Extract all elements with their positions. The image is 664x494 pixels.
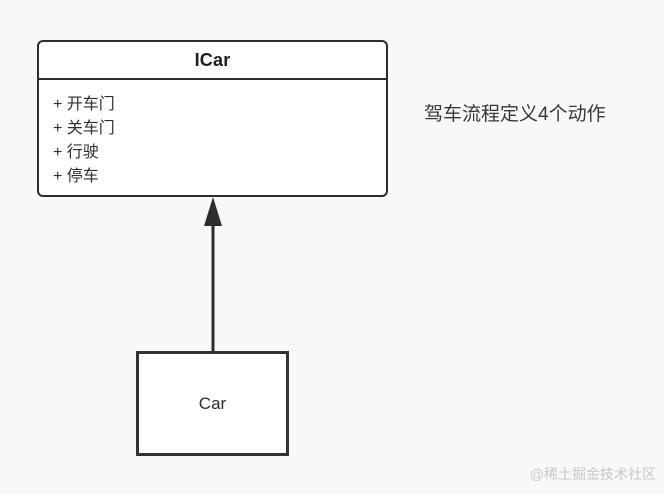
- watermark-text: @稀土掘金技术社区: [529, 466, 656, 482]
- interface-method-item: + 开车门: [53, 96, 115, 113]
- interface-method-list: + 开车门 + 关车门 + 行驶 + 停车: [39, 80, 386, 189]
- interface-class-box: ICar + 开车门 + 关车门 + 行驶 + 停车: [37, 40, 388, 197]
- interface-method-item: + 行驶: [53, 144, 99, 161]
- diagram-annotation: 驾车流程定义4个动作: [424, 104, 606, 125]
- interface-method-item: + 关车门: [53, 120, 115, 137]
- implementing-class-name: Car: [198, 393, 227, 413]
- implementing-class-box: Car: [136, 351, 289, 456]
- interface-class-name: ICar: [39, 42, 386, 80]
- arrowhead-icon: [204, 197, 222, 226]
- interface-method-item: + 停车: [53, 168, 99, 185]
